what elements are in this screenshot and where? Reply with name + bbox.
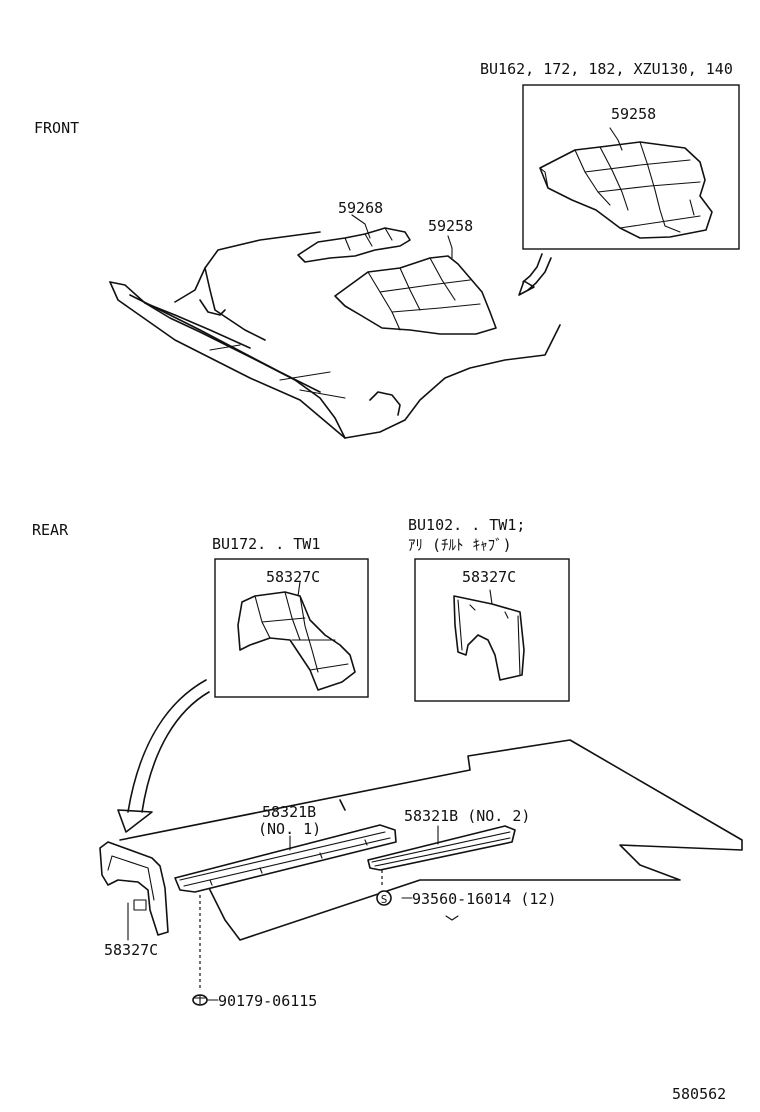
rear-section-label: REAR (32, 521, 69, 539)
rear-panel-shape (99, 841, 169, 936)
sill-no2-shape (367, 825, 516, 871)
rear-inset-right-caption-line1: BU102. . TW1; (408, 516, 526, 534)
screw-symbol: S (376, 890, 392, 906)
rear-panel-label: 58327C (104, 941, 159, 959)
part-59268-label: 59268 (338, 199, 384, 217)
rear-inset-right-caption-line2: ｱﾘ (ﾁﾙﾄ ｷｬﾌﾞ) (408, 536, 512, 554)
sill-no1-suffix-label: (NO. 1) (258, 820, 322, 838)
sill-no2-label: 58321B (NO. 2) (404, 807, 531, 825)
front-inset-box (522, 84, 740, 250)
part-59258-shape (334, 235, 497, 335)
rear-inset-right-box (414, 558, 570, 702)
front-floor-pan (109, 231, 561, 439)
clip-part-label: 90179-06115 (218, 992, 318, 1010)
front-section-label: FRONT (34, 119, 80, 137)
rear-inset-right-part-label: 58327C (462, 568, 517, 586)
part-59258-label: 59258 (428, 217, 474, 235)
bracket-mark (445, 915, 459, 921)
rear-floor (119, 739, 743, 941)
screw-symbol-letter: S (381, 893, 388, 906)
front-inset-caption: BU162, 172, 182, XZU130, 140 (480, 60, 733, 78)
rear-inset-arrow (117, 679, 210, 833)
front-inset-arrow (518, 253, 552, 296)
part-59268-shape (297, 214, 411, 263)
rear-inset-left-box (214, 558, 369, 698)
sill-no1-shape (174, 824, 397, 893)
leader-lines (127, 825, 439, 990)
rear-inset-left-caption: BU172. . TW1 (212, 535, 321, 553)
diagram-id: 580562 (672, 1085, 727, 1103)
rear-inset-left-part-label: 58327C (266, 568, 321, 586)
clip-symbol (192, 994, 219, 1006)
front-inset-part-label: 59258 (611, 105, 657, 123)
screw-part-label: 93560-16014 (12) (412, 890, 557, 908)
sill-no1-number-label: 58321B (262, 803, 317, 821)
